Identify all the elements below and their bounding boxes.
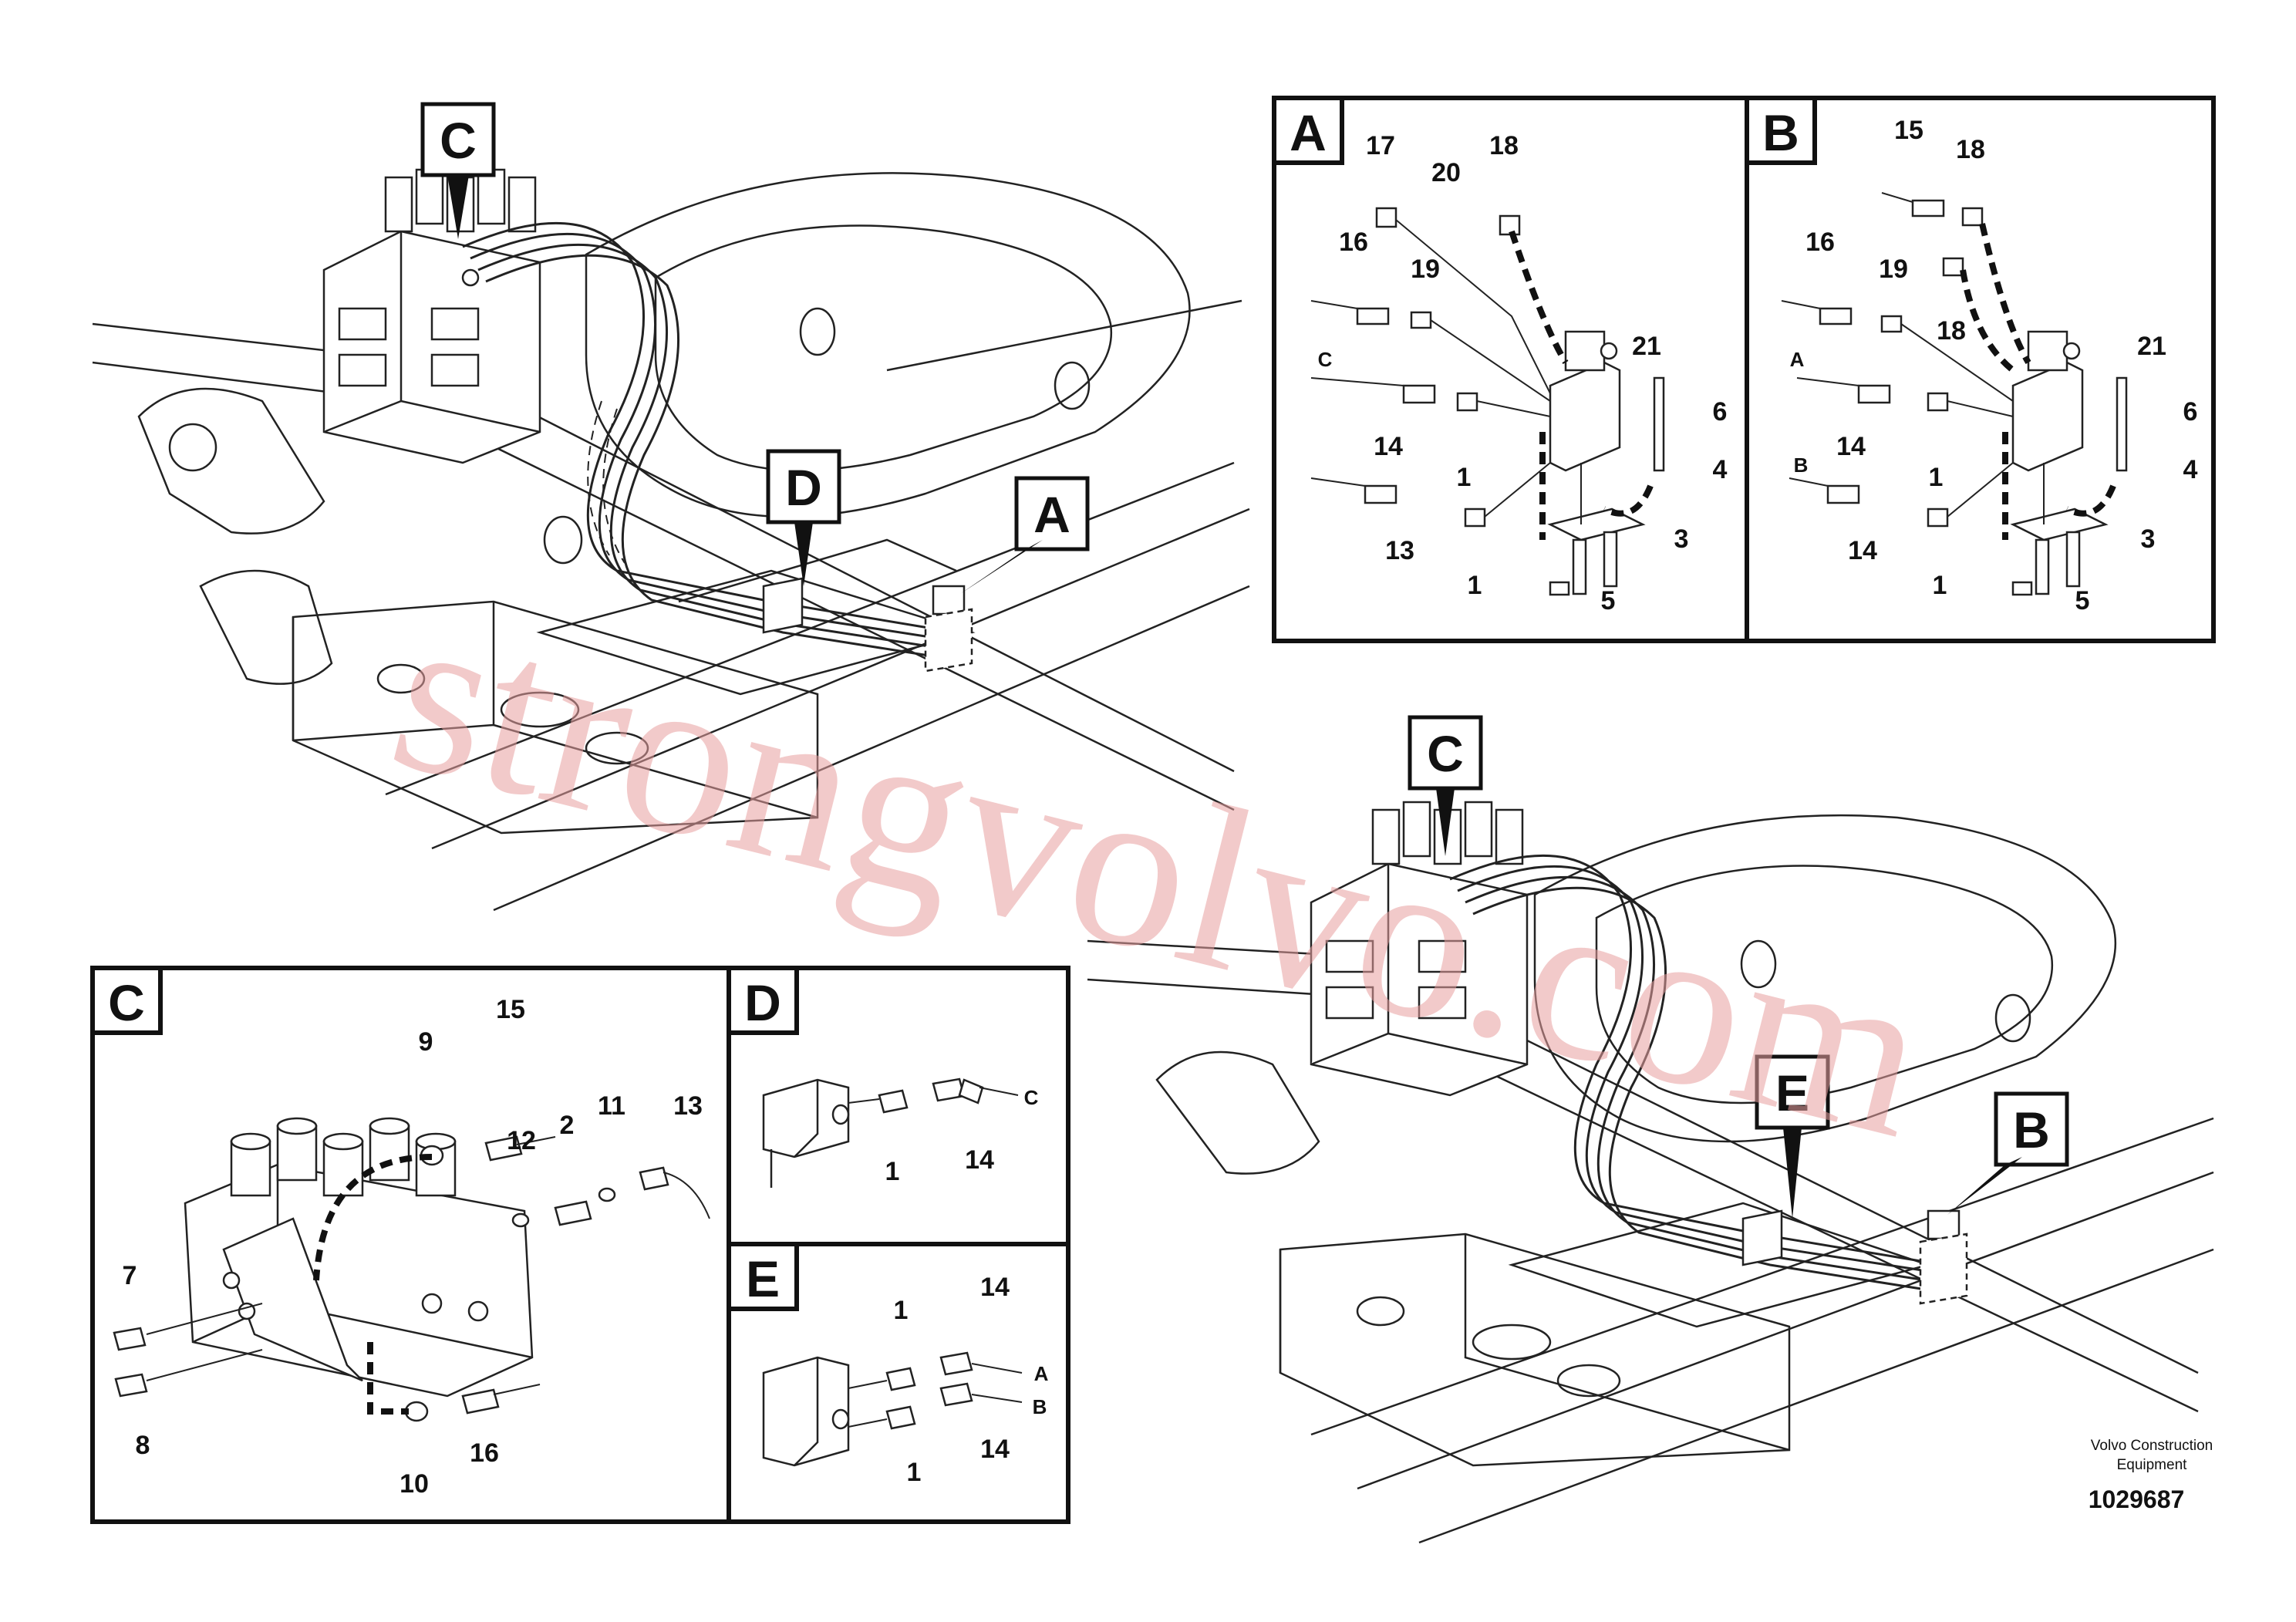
svg-text:C: C xyxy=(108,974,145,1031)
svg-text:1: 1 xyxy=(885,1157,900,1186)
svg-text:16: 16 xyxy=(1339,228,1368,257)
svg-text:B: B xyxy=(1033,1395,1047,1418)
svg-text:17: 17 xyxy=(1366,131,1395,160)
svg-text:1: 1 xyxy=(1468,571,1482,600)
svg-text:8: 8 xyxy=(136,1431,150,1460)
svg-text:1: 1 xyxy=(1929,463,1944,492)
svg-text:5: 5 xyxy=(1601,586,1616,615)
control-valve-top xyxy=(322,168,541,464)
control-valve-bottom xyxy=(1310,801,1529,1097)
svg-text:19: 19 xyxy=(1879,255,1908,284)
svg-text:12: 12 xyxy=(507,1126,536,1155)
callout-e-bottom: E xyxy=(1755,1054,1830,1219)
svg-text:A: A xyxy=(1790,348,1805,371)
svg-text:10: 10 xyxy=(400,1469,429,1499)
svg-text:21: 21 xyxy=(1632,332,1661,361)
svg-text:15: 15 xyxy=(1894,116,1923,145)
svg-text:A: A xyxy=(1290,104,1327,161)
hoses-top-dashed xyxy=(587,400,625,564)
svg-text:18: 18 xyxy=(1937,316,1966,346)
svg-text:B: B xyxy=(1794,454,1809,477)
svg-text:1: 1 xyxy=(1933,571,1947,600)
svg-text:2: 2 xyxy=(560,1111,575,1140)
callout-d-top: D xyxy=(766,449,841,586)
svg-text:18: 18 xyxy=(1956,135,1985,164)
svg-text:B: B xyxy=(2013,1101,2050,1158)
svg-text:13: 13 xyxy=(673,1091,703,1121)
callout-a-top: A xyxy=(960,476,1090,594)
svg-text:15: 15 xyxy=(496,995,525,1024)
svg-text:14: 14 xyxy=(980,1273,1010,1302)
svg-text:C: C xyxy=(1427,725,1464,782)
svg-text:14: 14 xyxy=(965,1145,994,1175)
svg-text:C: C xyxy=(1318,348,1333,371)
detail-c: C xyxy=(90,966,710,1499)
svg-text:1: 1 xyxy=(907,1458,922,1487)
overview-top-left xyxy=(92,172,1250,912)
svg-text:1: 1 xyxy=(894,1296,909,1325)
detail-d: D C 1 14 xyxy=(727,966,1039,1188)
svg-text:3: 3 xyxy=(1674,524,1689,554)
detail-a: A xyxy=(1272,96,1728,615)
svg-text:14: 14 xyxy=(1848,536,1877,565)
company-line-2: Equipment xyxy=(2117,1457,2188,1473)
drawing-code: 1029687 xyxy=(2089,1485,2185,1513)
callout-c-top: C xyxy=(420,102,496,239)
svg-text:E: E xyxy=(1775,1064,1809,1121)
svg-text:14: 14 xyxy=(1836,432,1866,461)
svg-text:11: 11 xyxy=(598,1091,625,1121)
footer: Volvo Construction Equipment 1029687 xyxy=(2089,1438,2213,1513)
svg-text:A: A xyxy=(1034,1362,1049,1385)
svg-text:16: 16 xyxy=(470,1438,499,1468)
hoses-top xyxy=(462,221,969,663)
svg-text:A: A xyxy=(1033,486,1070,543)
overview-bottom-blocks xyxy=(1741,1209,1968,1305)
svg-text:3: 3 xyxy=(2141,524,2156,554)
svg-text:14: 14 xyxy=(980,1435,1010,1464)
svg-text:E: E xyxy=(746,1250,780,1307)
detail-b: B xyxy=(1745,96,2198,615)
svg-text:4: 4 xyxy=(2183,455,2198,484)
svg-text:6: 6 xyxy=(2183,397,2198,427)
svg-text:1: 1 xyxy=(1457,463,1472,492)
svg-text:D: D xyxy=(744,974,781,1031)
svg-text:21: 21 xyxy=(2137,332,2166,361)
callout-b-bottom: B xyxy=(1947,1091,2069,1215)
svg-text:5: 5 xyxy=(2075,586,2090,615)
svg-text:6: 6 xyxy=(1713,397,1728,427)
svg-text:C: C xyxy=(440,112,477,169)
svg-text:18: 18 xyxy=(1489,131,1519,160)
svg-text:4: 4 xyxy=(1713,455,1728,484)
svg-text:19: 19 xyxy=(1411,255,1440,284)
hoses-bottom xyxy=(1449,854,1956,1296)
svg-text:20: 20 xyxy=(1431,158,1461,187)
svg-text:7: 7 xyxy=(123,1261,137,1290)
svg-text:13: 13 xyxy=(1385,536,1414,565)
detail-e: E 1 14 A B 1 14 xyxy=(727,1242,1049,1487)
svg-text:D: D xyxy=(785,459,822,516)
company-line-1: Volvo Construction xyxy=(2091,1438,2213,1454)
svg-text:14: 14 xyxy=(1374,432,1403,461)
overview-blocks xyxy=(762,577,973,673)
svg-text:B: B xyxy=(1762,104,1799,161)
svg-text:9: 9 xyxy=(419,1027,433,1057)
svg-text:16: 16 xyxy=(1805,228,1835,257)
callout-c-bottom: C xyxy=(1408,715,1483,856)
svg-text:C: C xyxy=(1024,1086,1039,1109)
